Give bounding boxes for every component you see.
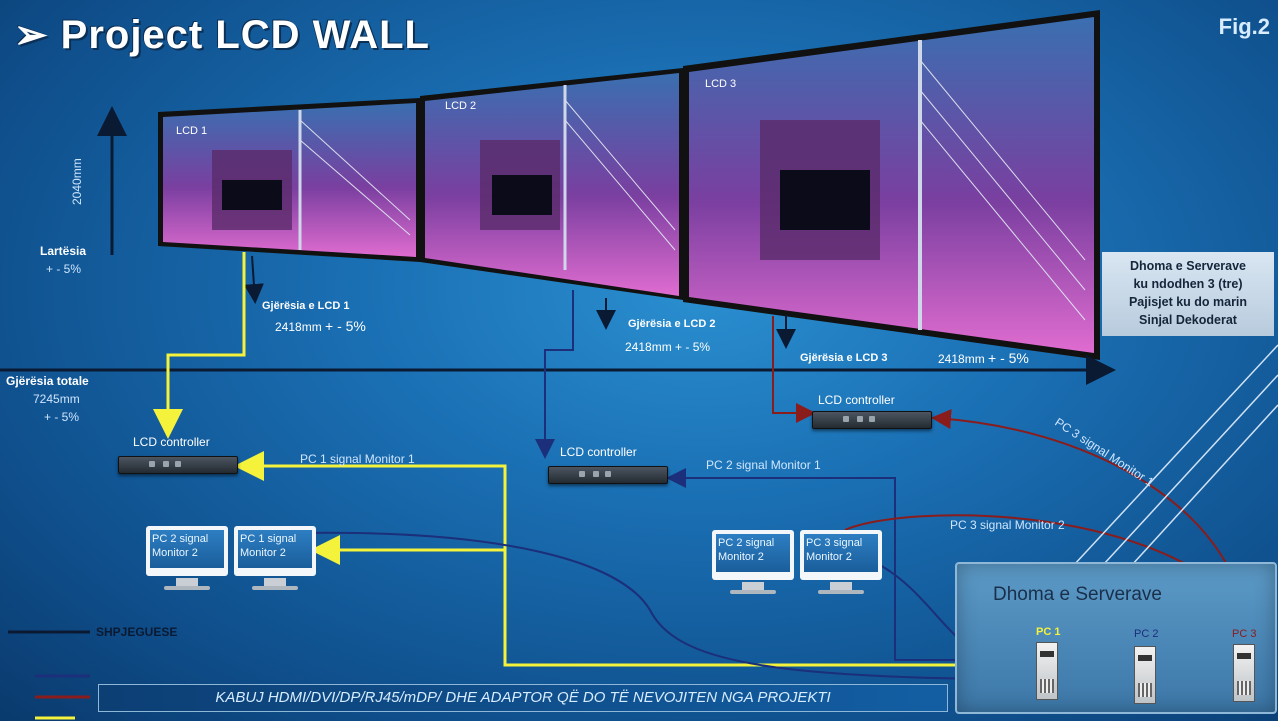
- height-label: Lartësia: [40, 244, 87, 258]
- footer-cables-banner: KABUJ HDMI/DVI/DP/RJ45/mDP/ DHE ADAPTOR …: [98, 684, 948, 712]
- pc2-label: PC 2: [1134, 628, 1159, 640]
- wire-pc1-monitor2: [310, 535, 507, 565]
- lcd-panel-1: [158, 98, 420, 262]
- controller3-label: LCD controller: [818, 393, 895, 407]
- signal-pc2-monitor1: PC 2 signal Monitor 1: [706, 458, 821, 472]
- total-width-label: Gjërësia totale: [6, 374, 89, 388]
- lcd3-tag: LCD 3: [705, 78, 737, 90]
- signal-pc3-monitor2: PC 3 signal Monitor 2: [950, 518, 1065, 532]
- wire-lcd1-controller: [153, 252, 246, 439]
- lcd3-width-value: 2418mm + - 5%: [938, 350, 1029, 366]
- lcd1-width-label: Gjërësia e LCD 1: [262, 300, 350, 312]
- controller1-label: LCD controller: [133, 435, 210, 449]
- signal-pc1-monitor1: PC 1 signal Monitor 1: [300, 452, 415, 466]
- lcd2-tag: LCD 2: [445, 100, 477, 112]
- title-arrow-icon: ➢: [14, 13, 49, 57]
- total-width-tolerance: + - 5%: [44, 410, 80, 424]
- pc3-server-icon: [1233, 644, 1255, 702]
- figure-number: Fig.2: [1218, 14, 1270, 39]
- wire-pc1-monitor1: [234, 451, 1030, 667]
- lcd2-width-label: Gjërësia e LCD 2: [628, 318, 716, 330]
- lcd-panel-3: [683, 10, 1100, 360]
- height-value: 2040mm: [70, 158, 84, 205]
- pc2-server-icon: [1134, 646, 1156, 704]
- title-text: Project LCD WALL: [60, 13, 430, 57]
- wire-pc2-monitor2-left: [299, 531, 1129, 690]
- lcd-controller-2: [548, 466, 668, 484]
- lcd2-width-value: 2418mm + - 5%: [625, 340, 711, 354]
- server-room-note: Dhoma e Serverave ku ndodhen 3 (tre) Paj…: [1102, 252, 1274, 336]
- wire-lcd3-controller: [772, 316, 816, 423]
- wire-lcd2-controller: [535, 290, 574, 459]
- lcd1-width-value: 2418mm + - 5%: [275, 318, 366, 334]
- total-width-value: 7245mm: [33, 392, 80, 406]
- pc1-server-icon: [1036, 642, 1058, 700]
- page-title: ➢ Project LCD WALL: [14, 12, 430, 58]
- lcd-panel-2: [420, 68, 683, 300]
- pc3-label: PC 3: [1232, 628, 1257, 640]
- lcd3-width-label: Gjërësia e LCD 3: [800, 352, 888, 364]
- legend-title: SHPJEGUESE: [96, 625, 178, 639]
- server-room: Dhoma e Serverave: [955, 562, 1277, 714]
- lcd-controller-3: [812, 411, 932, 429]
- lcd1-tag: LCD 1: [176, 125, 208, 137]
- height-tolerance: + - 5%: [46, 262, 82, 276]
- server-room-title: Dhoma e Serverave: [993, 584, 1162, 605]
- lcd-controller-1: [118, 456, 238, 474]
- controller2-label: LCD controller: [560, 445, 637, 459]
- pc1-label: PC 1: [1036, 626, 1061, 638]
